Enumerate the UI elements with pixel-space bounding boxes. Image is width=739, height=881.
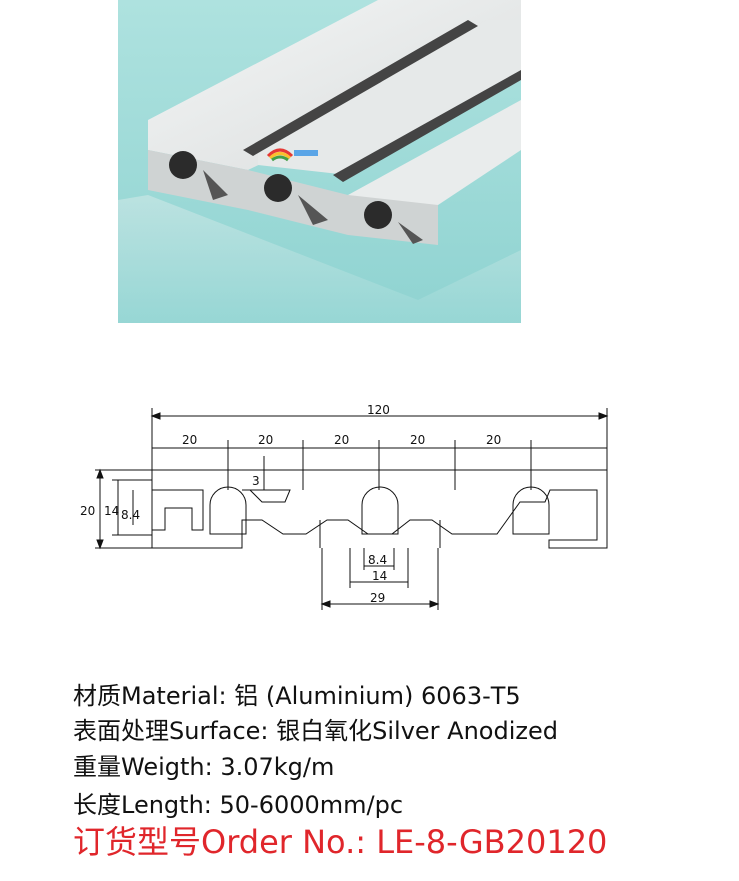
- material-spec: 材质Material: 铝 (Aluminium) 6063-T5: [73, 682, 521, 710]
- bottom-inner-label: 8.4: [368, 553, 387, 567]
- pitch-label-5: 20: [486, 433, 501, 447]
- aluminium-profile-image: [118, 0, 521, 323]
- bottom-outer-label: 29: [370, 591, 385, 605]
- technical-drawing: 120 20 20 20 20 20 20 14 8.4 3 8.4 14 29: [0, 380, 739, 620]
- profile-cross-section: 120 20 20 20 20 20 20 14 8.4 3 8.4 14 29: [80, 403, 609, 610]
- pitch-label-4: 20: [410, 433, 425, 447]
- height-label: 20: [80, 504, 95, 518]
- bottom-middle-label: 14: [372, 569, 387, 583]
- length-spec: 长度Length: 50-6000mm/pc: [73, 791, 404, 819]
- overall-width-label: 120: [367, 403, 390, 417]
- product-photo: [118, 0, 521, 323]
- weight-spec: 重量Weigth: 3.07kg/m: [73, 753, 335, 781]
- pitch-label-1: 20: [182, 433, 197, 447]
- pitch-label-2: 20: [258, 433, 273, 447]
- surface-spec: 表面处理Surface: 银白氧化Silver Anodized: [73, 717, 558, 745]
- order-number: 订货型号Order No.: LE-8-GB20120: [73, 823, 608, 861]
- slot-outer-label: 14: [104, 504, 119, 518]
- slot-inner-label: 8.4: [121, 508, 140, 522]
- brand-logo-icon: [266, 148, 318, 162]
- pitch-label-3: 20: [334, 433, 349, 447]
- wall-label: 3: [252, 474, 260, 488]
